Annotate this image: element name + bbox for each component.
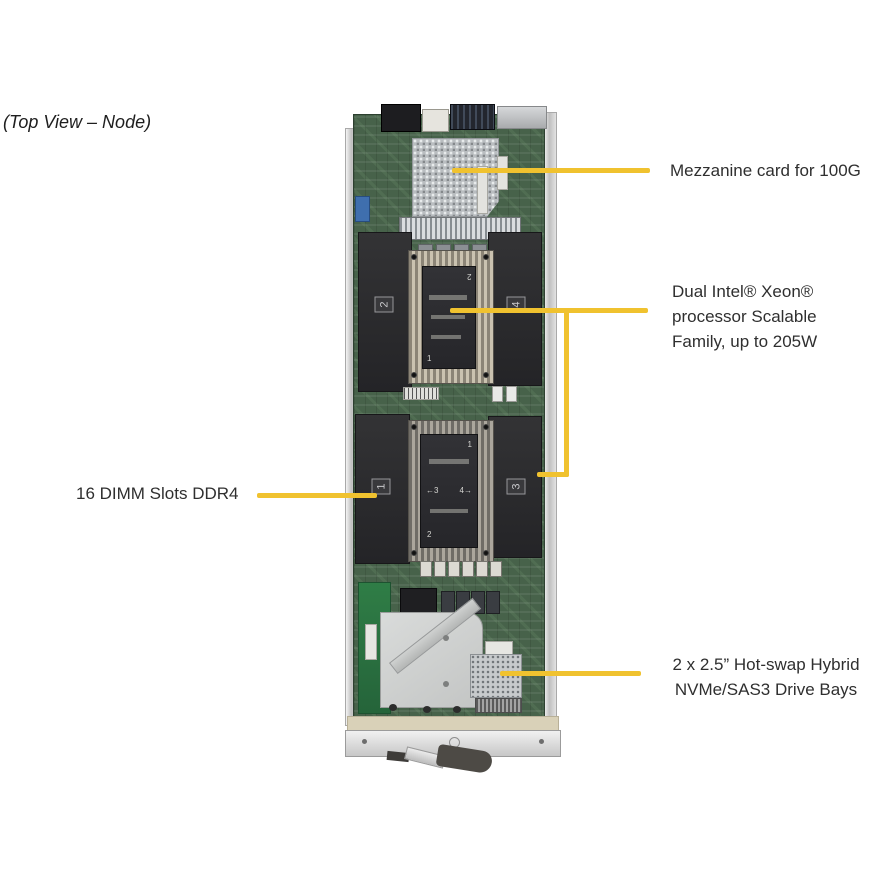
- callout-label-dimm: 16 DIMM Slots DDR4: [76, 484, 239, 503]
- figure-title: (Top View – Node): [3, 112, 152, 132]
- heatsink-screw: [483, 254, 489, 260]
- capacitor: [476, 561, 488, 577]
- cpu1-heatsink-plate: 2 1: [422, 266, 476, 369]
- callout-line-cpu-top: [450, 308, 648, 313]
- cpu2-socket-plate: 1 ←3 4→ 2: [420, 434, 478, 548]
- callout-label-cpu-line1: Dual Intel® Xeon®: [672, 282, 814, 301]
- cpu2-mark: 1: [467, 440, 472, 449]
- socket-screw: [483, 424, 489, 430]
- callout-label-drives-line1: 2 x 2.5” Hot-swap Hybrid: [672, 655, 860, 674]
- server-node: 2 4 2 1 1 3 1 ←3 4→: [345, 104, 561, 780]
- serial-label: [485, 641, 513, 655]
- tray-hole: [443, 635, 449, 641]
- capacitor: [462, 561, 474, 577]
- dimm-cover-lower-left: 1: [355, 414, 410, 564]
- cpu1-label-text: [431, 335, 461, 339]
- callout-line-cpu-bottom: [537, 472, 569, 477]
- cpu2-label-text: [430, 509, 468, 513]
- top-connector-black: [381, 104, 421, 132]
- callout-label-drives-line2: NVMe/SAS3 Drive Bays: [674, 680, 858, 699]
- dimm-bank-label: 3: [506, 478, 526, 495]
- edge-connector: [475, 698, 522, 713]
- drive-controller-heatsink: [470, 654, 522, 698]
- capacitor: [434, 561, 446, 577]
- callout-label-mezzanine: Mezzanine card for 100G: [670, 161, 861, 180]
- socket-screw: [411, 424, 417, 430]
- capacitor: [420, 561, 432, 577]
- riser-label: [365, 624, 377, 660]
- barcode-label: [403, 387, 439, 400]
- cpu2-mark: ←3: [426, 486, 439, 495]
- callout-line-mezzanine: [452, 168, 650, 173]
- cpu2-label-text: [429, 459, 469, 464]
- tray-hole: [443, 681, 449, 687]
- dimm-bank-label: 2: [374, 296, 394, 313]
- socket-screw: [483, 550, 489, 556]
- chassis-rail-right: [543, 112, 557, 726]
- callout-label-cpu: Dual Intel® Xeon® processor Scalable Fam…: [672, 279, 817, 354]
- label-strip: [477, 166, 488, 214]
- top-connector-white: [422, 109, 449, 132]
- cpu1-mark: 1: [427, 354, 432, 363]
- capacitor: [490, 561, 502, 577]
- callout-line-drives: [500, 671, 641, 676]
- capacitor: [448, 561, 460, 577]
- cpu2-mark: 4→: [459, 486, 472, 495]
- heatsink-screw: [411, 372, 417, 378]
- heatsink-screw: [483, 372, 489, 378]
- usb-component: [355, 196, 370, 222]
- mid-connector: [506, 386, 517, 402]
- top-bracket: [497, 106, 547, 129]
- memory-module: [486, 591, 500, 614]
- faceplate-screw: [539, 739, 544, 744]
- callout-label-cpu-line3: Family, up to 205W: [672, 332, 818, 351]
- callout-label-drives: 2 x 2.5” Hot-swap Hybrid NVMe/SAS3 Drive…: [666, 652, 866, 702]
- faceplate-screw: [362, 739, 367, 744]
- cpu2-mark: 2: [427, 530, 432, 539]
- bolt: [453, 706, 461, 713]
- memory-module: [441, 591, 455, 614]
- cpu1-label-text: [431, 315, 465, 319]
- callout-line-cpu-vertical: [564, 308, 569, 477]
- label-strip: [497, 156, 508, 190]
- dimm-cover-upper-left: 2: [358, 232, 412, 392]
- bolt: [423, 706, 431, 713]
- cpu1-mark: 2: [466, 272, 471, 281]
- bolt: [389, 704, 397, 711]
- callout-line-dimm: [257, 493, 377, 498]
- mid-connector: [492, 386, 503, 402]
- top-connector-dark: [450, 104, 495, 130]
- heatsink-screw: [411, 254, 417, 260]
- socket-screw: [411, 550, 417, 556]
- cpu1-label-text: [429, 295, 467, 300]
- callout-label-cpu-line2: processor Scalable: [672, 307, 817, 326]
- drive-tray: [380, 597, 483, 708]
- dimm-cover-lower-right: 3: [488, 416, 542, 558]
